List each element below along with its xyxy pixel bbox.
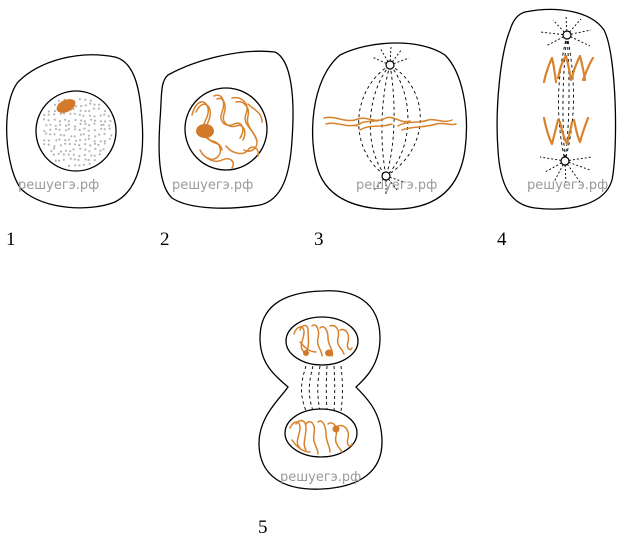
stage-3-watermark: решуегэ.рф [356, 178, 437, 193]
stage-2-watermark: решуегэ.рф [172, 178, 253, 193]
stage-1-chromatin-granules [43, 98, 113, 167]
stage-5-label: 5 [258, 517, 268, 538]
stage-1-cell-membrane [6, 54, 144, 209]
stage-3-pole-bottom [373, 171, 405, 194]
stage-3-metaphase: решуегэ.рф 3 [311, 42, 468, 250]
stage-4-spindle [558, 34, 574, 162]
stage-4-pole-top [539, 15, 592, 47]
stage-3-label: 3 [314, 229, 324, 250]
stage-1-watermark: решуегэ.рф [18, 178, 99, 193]
stage-1-interphase: решуегэ.рф 1 [6, 54, 144, 250]
stage-2-nucleolus [196, 124, 214, 138]
stage-4-lower-chromatids [542, 116, 590, 146]
stage-3-centriole-bottom [381, 171, 391, 181]
stage-1-label: 1 [6, 229, 16, 250]
stage-2-label: 2 [160, 229, 170, 250]
stage-5-upper-nucleus [285, 316, 359, 366]
stage-5-upper-nucleolus-2 [325, 349, 333, 357]
stage-4-upper-chromatids [542, 54, 595, 84]
stage-1-nucleus [35, 90, 117, 172]
stage-5-spindle-remnant [301, 365, 343, 412]
stage-3-metaphase-plate-chromosomes [323, 116, 457, 131]
stage-4-watermark: решуегэ.рф [527, 178, 608, 193]
stage-3-pole-top [371, 45, 410, 70]
stage-2-prophase: решуегэ.рф 2 [158, 50, 294, 250]
stage-5-telophase: решуегэ.рф 5 [258, 290, 383, 538]
stage-5-upper-nucleolus-1 [303, 350, 309, 356]
stage-4-centriole-top [562, 30, 572, 40]
stage-5-watermark: решуегэ.рф [280, 470, 361, 485]
stage-5-lower-nucleus [284, 408, 358, 458]
stage-3-spindle [358, 64, 421, 177]
stage-5-lower-chromatin [289, 419, 353, 455]
stage-5-lower-nucleolus [332, 425, 340, 433]
stage-3-cell-membrane [311, 42, 468, 210]
stage-4-pole-bottom [539, 156, 593, 186]
stage-4-centriole-bottom [560, 156, 570, 166]
stage-4-cell-membrane [496, 8, 617, 210]
stage-1-nucleolus [56, 99, 76, 113]
stage-2-condensing-chromosomes [191, 94, 263, 169]
stage-3-centriole-top [385, 60, 395, 70]
stage-2-cell-membrane [158, 50, 294, 209]
stage-4-label: 4 [497, 229, 507, 250]
stage-5-cell-membrane [258, 290, 383, 490]
stage-4-anaphase: решуегэ.рф 4 [496, 8, 617, 250]
